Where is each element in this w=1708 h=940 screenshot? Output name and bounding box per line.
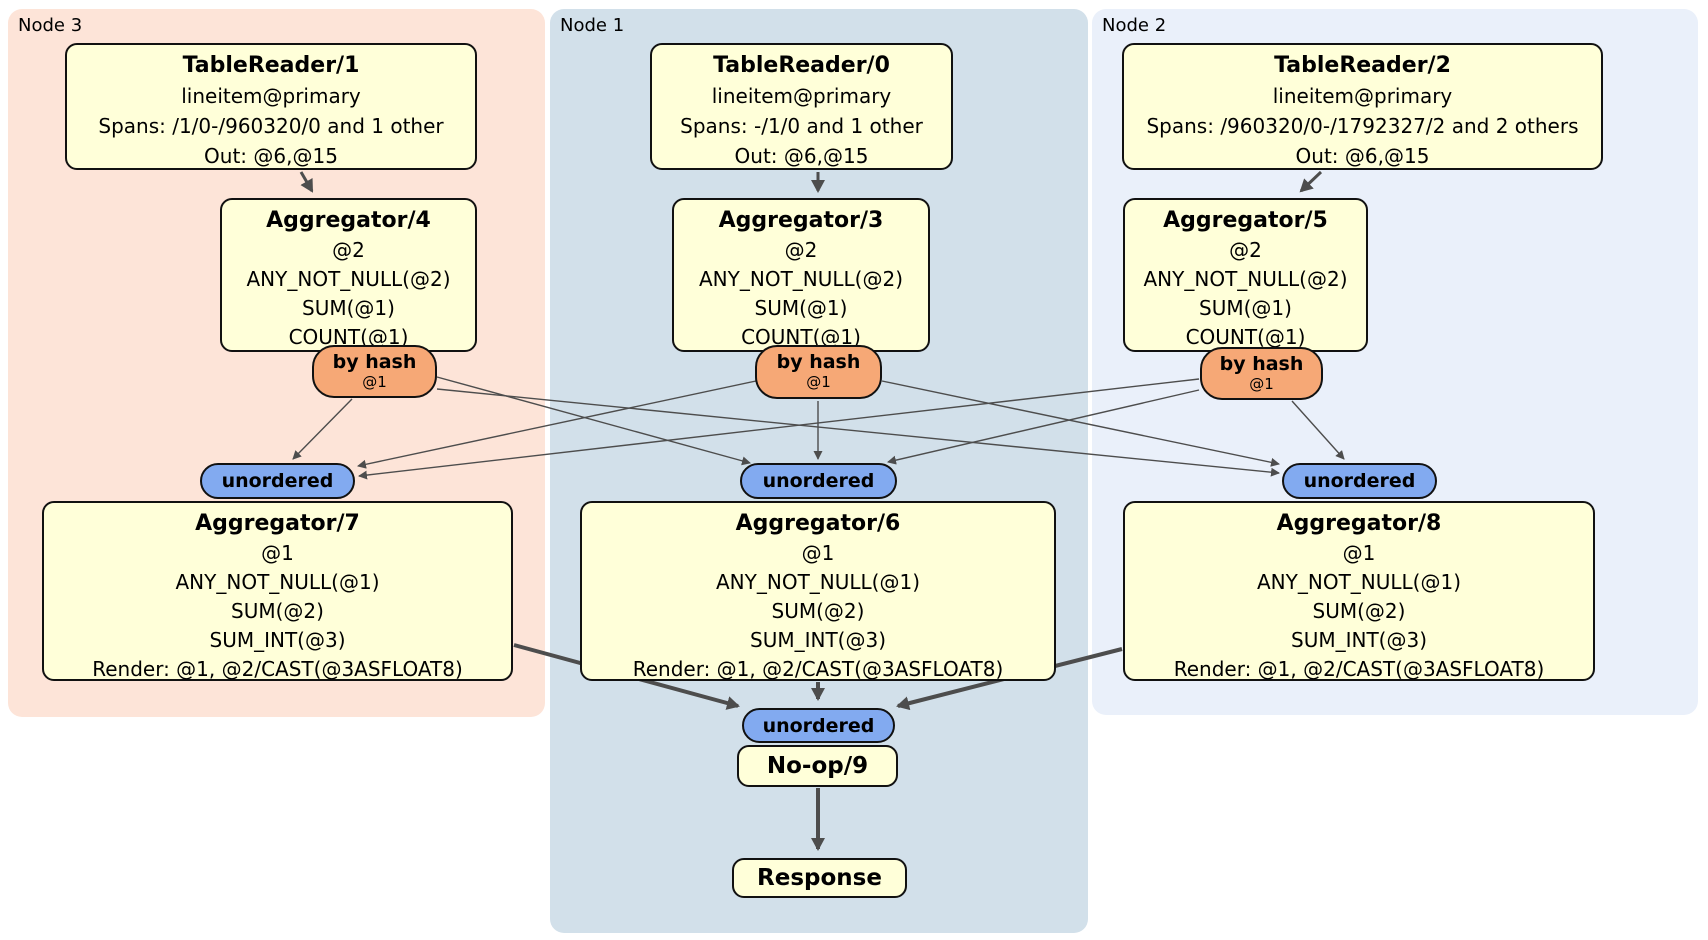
router-label: by hash <box>776 351 861 373</box>
sync-label: unordered <box>1303 470 1416 492</box>
edge-hash3-to-sync-right <box>436 388 1280 477</box>
processor-agg-fn: ANY_NOT_NULL(@2) <box>699 267 903 291</box>
processor-index: lineitem@primary <box>181 84 361 108</box>
sync-unordered-final: unordered <box>742 708 895 743</box>
processor-agg-fn: ANY_NOT_NULL(@2) <box>246 267 451 291</box>
edge-hash1-to-sync-right <box>881 380 1280 467</box>
router-hash-column: @1 <box>806 373 831 391</box>
edge-hash2-to-sync-right <box>1291 400 1345 460</box>
processor-tablereader-0: TableReader/0 lineitem@primary Spans: -/… <box>650 43 953 170</box>
processor-agg-fn: COUNT(@1) <box>1185 325 1306 349</box>
processor-render-expr: Render: @1, @2/CAST(@3ASFLOAT8) <box>92 657 463 681</box>
processor-render-expr: Render: @1, @2/CAST(@3ASFLOAT8) <box>632 657 1004 681</box>
sync-unordered-node2: unordered <box>1282 463 1437 499</box>
edge-hash3-to-sync-center <box>436 376 751 466</box>
processor-agg-fn: SUM(@1) <box>1199 296 1292 320</box>
processor-aggregator-5: Aggregator/5 @2 ANY_NOT_NULL(@2) SUM(@1)… <box>1123 198 1368 352</box>
sync-unordered-node1: unordered <box>740 463 897 499</box>
processor-out: Out: @6,@15 <box>1295 144 1430 168</box>
processor-agg-fn: ANY_NOT_NULL(@1) <box>716 570 920 594</box>
processor-render-expr: Render: @1, @2/CAST(@3ASFLOAT8) <box>1173 657 1545 681</box>
response-title: Response <box>757 865 882 891</box>
processor-index: lineitem@primary <box>711 84 892 108</box>
processor-title: No-op/9 <box>766 753 869 779</box>
processor-out: Out: @6,@15 <box>734 144 869 168</box>
processor-group-cols: @1 <box>801 541 835 565</box>
processor-agg-fn: SUM_INT(@3) <box>1291 628 1427 652</box>
processor-tablereader-2: TableReader/2 lineitem@primary Spans: /9… <box>1122 43 1603 170</box>
processor-agg-fn: SUM_INT(@3) <box>209 628 346 652</box>
processor-agg-fn: SUM_INT(@3) <box>750 628 886 652</box>
edge-hash2-to-sync-center <box>887 389 1200 465</box>
processor-index: lineitem@primary <box>1272 84 1453 108</box>
edge-hash1-to-sync-left <box>357 380 757 469</box>
processor-title: Aggregator/8 <box>1276 511 1442 536</box>
edge-hash3-to-sync-left <box>292 398 353 460</box>
processor-title: TableReader/0 <box>713 53 890 78</box>
processor-aggregator-4: Aggregator/4 @2 ANY_NOT_NULL(@2) SUM(@1)… <box>220 198 477 352</box>
processor-agg-fn: SUM(@1) <box>754 296 848 320</box>
processor-title: Aggregator/6 <box>735 511 901 536</box>
processor-tablereader-1: TableReader/1 lineitem@primary Spans: /1… <box>65 43 477 170</box>
node2-region-label: Node 2 <box>1102 15 1167 36</box>
sync-unordered-node3: unordered <box>200 463 355 499</box>
router-by-hash-node2: by hash @1 <box>1200 347 1323 400</box>
processor-title: Aggregator/7 <box>195 511 360 536</box>
processor-aggregator-3: Aggregator/3 @2 ANY_NOT_NULL(@2) SUM(@1)… <box>672 198 930 352</box>
router-by-hash-node3: by hash @1 <box>312 345 437 398</box>
router-label: by hash <box>1219 353 1304 375</box>
processor-group-cols: @1 <box>261 541 294 565</box>
processor-agg-fn: ANY_NOT_NULL(@2) <box>1143 267 1348 291</box>
processor-agg-fn: SUM(@2) <box>771 599 865 623</box>
response-node: Response <box>732 858 907 898</box>
router-hash-column: @1 <box>1249 375 1274 393</box>
edge-tablereader1-to-aggregator4 <box>299 171 314 193</box>
sync-label: unordered <box>221 470 334 492</box>
node3-region-label: Node 3 <box>18 15 83 36</box>
processor-spans: Spans: /960320/0-/1792327/2 and 2 others <box>1146 114 1579 138</box>
sync-label: unordered <box>762 715 875 737</box>
router-hash-column: @1 <box>362 373 387 391</box>
processor-out: Out: @6,@15 <box>204 144 338 168</box>
processor-group-cols: @1 <box>1342 541 1376 565</box>
processor-agg-fn: ANY_NOT_NULL(@1) <box>1257 570 1461 594</box>
processor-group-cols: @2 <box>784 238 818 262</box>
node1-region-label: Node 1 <box>560 15 625 36</box>
processor-aggregator-8: Aggregator/8 @1 ANY_NOT_NULL(@1) SUM(@2)… <box>1123 501 1595 681</box>
edge-hash2-to-sync-left <box>358 378 1200 480</box>
processor-aggregator-7: Aggregator/7 @1 ANY_NOT_NULL(@1) SUM(@2)… <box>42 501 513 681</box>
processor-agg-fn: SUM(@2) <box>1312 599 1406 623</box>
processor-agg-fn: SUM(@1) <box>302 296 395 320</box>
edge-tablereader2-to-aggregator5 <box>1299 170 1323 193</box>
processor-spans: Spans: /1/0-/960320/0 and 1 other <box>98 114 444 138</box>
processor-group-cols: @2 <box>1229 238 1262 262</box>
processor-title: TableReader/2 <box>1274 53 1451 78</box>
processor-agg-fn: SUM(@2) <box>231 599 324 623</box>
processor-title: Aggregator/5 <box>1163 208 1328 233</box>
sync-label: unordered <box>762 470 875 492</box>
processor-title: Aggregator/3 <box>718 208 884 233</box>
processor-title: TableReader/1 <box>182 53 360 78</box>
processor-noop-9: No-op/9 <box>737 745 898 787</box>
processor-group-cols: @2 <box>332 238 365 262</box>
processor-title: Aggregator/4 <box>266 208 431 233</box>
router-by-hash-node1: by hash @1 <box>755 345 882 399</box>
processor-agg-fn: ANY_NOT_NULL(@1) <box>175 570 380 594</box>
processor-aggregator-6: Aggregator/6 @1 ANY_NOT_NULL(@1) SUM(@2)… <box>580 501 1056 681</box>
processor-spans: Spans: -/1/0 and 1 other <box>680 114 923 138</box>
router-label: by hash <box>332 351 417 373</box>
